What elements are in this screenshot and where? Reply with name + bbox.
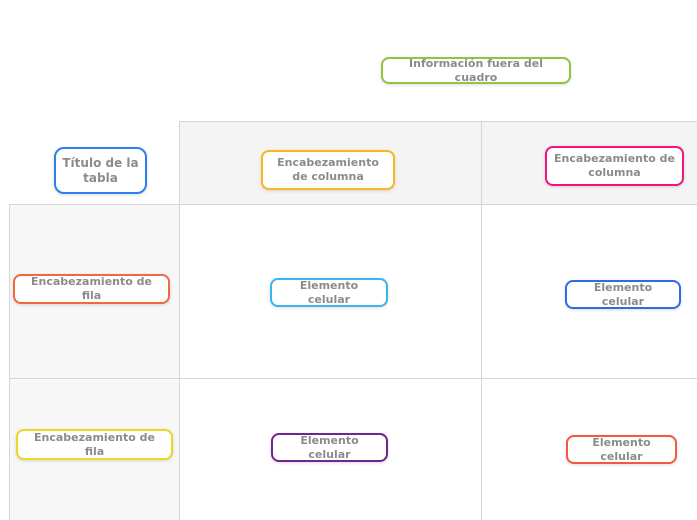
outside-info-label: Información fuera del cuadro: [409, 56, 543, 84]
row-header-2-label: Encabezamiento de fila: [34, 430, 155, 458]
row-header-node-2[interactable]: Encabezamiento de fila: [16, 429, 173, 460]
table-row-header-column-background: [9, 205, 179, 520]
outside-info-node[interactable]: Información fuera del cuadro: [381, 57, 571, 84]
column-header-node-2[interactable]: Encabezamiento de columna: [545, 146, 684, 186]
cell-element-3-label: Elemento celular: [300, 433, 359, 461]
cell-element-2-label: Elemento celular: [593, 280, 653, 308]
table-title-node[interactable]: Título de la tabla: [54, 147, 147, 194]
row-header-1-label: Encabezamiento de fila: [31, 275, 152, 302]
table-top-border-line: [179, 121, 697, 122]
cell-element-node-2[interactable]: Elemento celular: [565, 280, 681, 309]
cell-element-4-label: Elemento celular: [592, 435, 651, 463]
row-header-node-1[interactable]: Encabezamiento de fila: [13, 274, 170, 304]
cell-element-1-label: Elemento celular: [299, 278, 359, 306]
table-left-border-line: [9, 204, 10, 520]
table-column-divider-line-1: [179, 121, 180, 520]
cell-element-node-3[interactable]: Elemento celular: [271, 433, 388, 462]
table-title-label: Título de la tabla: [62, 155, 139, 185]
column-header-node-1[interactable]: Encabezamiento de columna: [261, 150, 395, 190]
column-header-2-label: Encabezamiento de columna: [554, 152, 675, 179]
cell-element-node-4[interactable]: Elemento celular: [566, 435, 677, 464]
column-header-1-label: Encabezamiento de columna: [277, 156, 379, 183]
table-header-divider-line: [9, 204, 697, 205]
cell-element-node-1[interactable]: Elemento celular: [270, 278, 388, 307]
table-row-divider-line: [9, 378, 697, 379]
table-column-divider-line-2: [481, 121, 482, 520]
